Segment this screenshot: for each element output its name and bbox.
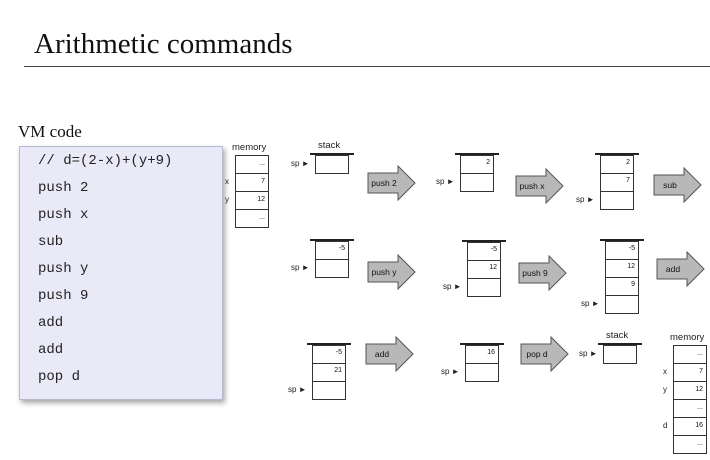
stack-top-bar xyxy=(455,153,499,155)
code-line: add xyxy=(38,342,64,358)
memory-var-label: y xyxy=(225,195,229,204)
memory-label: memory xyxy=(670,332,705,343)
stack-cell xyxy=(603,345,637,364)
stack-top-bar xyxy=(600,239,644,241)
operation-arrow xyxy=(367,254,416,290)
code-line: push 9 xyxy=(38,288,89,304)
operation-arrow xyxy=(520,336,569,372)
operation-label: push 9 xyxy=(522,268,548,278)
slide-title: Arithmetic commands xyxy=(34,28,293,60)
memory-cell: 7 xyxy=(235,173,269,192)
stack-top-bar xyxy=(598,343,642,345)
memory-cell: ... xyxy=(673,399,707,418)
stack-pointer: sp ► xyxy=(443,282,462,291)
memory-var-label: x xyxy=(663,367,667,376)
code-line: push x xyxy=(38,207,89,223)
operation-label: sub xyxy=(663,180,677,190)
operation-label: push 2 xyxy=(371,178,397,188)
memory-cell: ... xyxy=(235,155,269,174)
memory-var-label: y xyxy=(663,385,667,394)
memory-var-label: x xyxy=(225,177,229,186)
stack-pointer: sp ► xyxy=(291,263,310,272)
stack-pointer: sp ► xyxy=(288,385,307,394)
operation-arrow xyxy=(656,251,705,287)
operation-label: push y xyxy=(371,267,397,277)
code-line: pop d xyxy=(38,369,81,385)
operation-label: push x xyxy=(519,181,545,191)
operation-arrow xyxy=(653,167,702,203)
operation-label: pop d xyxy=(526,349,548,359)
stack-cell: -5 xyxy=(315,241,349,260)
stack-top-bar xyxy=(307,343,351,345)
stack-cell: -5 xyxy=(312,345,346,364)
stack-cell: 2 xyxy=(460,155,494,174)
stack-cell xyxy=(605,295,639,314)
code-line: add xyxy=(38,315,64,331)
stack-cell xyxy=(315,155,349,174)
code-line: push y xyxy=(38,261,89,277)
stack-cell: 12 xyxy=(605,259,639,278)
stack-label: stack xyxy=(318,140,341,151)
stack-pointer: sp ► xyxy=(579,349,598,358)
operation-arrow xyxy=(518,255,567,291)
stack-top-bar xyxy=(595,153,639,155)
stack-cell: 16 xyxy=(465,345,499,364)
operation-arrow xyxy=(367,165,416,201)
stack-cell xyxy=(465,363,499,382)
stack-cell: -5 xyxy=(605,241,639,260)
memory-cell: ... xyxy=(673,345,707,364)
stack-pointer: sp ► xyxy=(581,299,600,308)
stack-cell: 2 xyxy=(600,155,634,174)
vm-code-panel: // d=(2-x)+(y+9) push 2 push x sub push … xyxy=(19,146,223,400)
memory-cell: 12 xyxy=(673,381,707,400)
memory-cell: 7 xyxy=(673,363,707,382)
operation-label: add xyxy=(665,264,681,274)
memory-cell: ... xyxy=(235,209,269,228)
stack-cell: 7 xyxy=(600,173,634,192)
stack-cell xyxy=(467,278,501,297)
memory-cell: 16 xyxy=(673,417,707,436)
stack-cell xyxy=(600,191,634,210)
title-divider xyxy=(24,66,710,67)
memory-cell: 12 xyxy=(235,191,269,210)
stack-cell: 9 xyxy=(605,277,639,296)
memory-cell: ... xyxy=(673,435,707,454)
stack-cell xyxy=(315,259,349,278)
stack-cell xyxy=(460,173,494,192)
operation-arrow xyxy=(515,168,564,204)
stack-top-bar xyxy=(460,343,504,345)
stack-pointer: sp ► xyxy=(291,159,310,168)
stack-top-bar xyxy=(310,153,354,155)
stack-cell: 12 xyxy=(467,260,501,279)
stack-pointer: sp ► xyxy=(441,367,460,376)
memory-var-label: d xyxy=(663,421,668,430)
code-line: push 2 xyxy=(38,180,89,196)
operation-label: add xyxy=(374,349,390,359)
stack-cell xyxy=(312,381,346,400)
code-line: sub xyxy=(38,234,64,250)
stack-pointer: sp ► xyxy=(436,177,455,186)
stack-label: stack xyxy=(606,330,629,341)
stack-pointer: sp ► xyxy=(576,195,595,204)
stack-top-bar xyxy=(310,239,354,241)
stack-top-bar xyxy=(462,240,506,242)
stack-cell: -5 xyxy=(467,242,501,261)
vm-code-heading: VM code xyxy=(18,122,82,141)
code-line: // d=(2-x)+(y+9) xyxy=(38,153,173,169)
stack-cell: 21 xyxy=(312,363,346,382)
operation-arrow xyxy=(365,336,414,372)
memory-label: memory xyxy=(232,142,267,153)
